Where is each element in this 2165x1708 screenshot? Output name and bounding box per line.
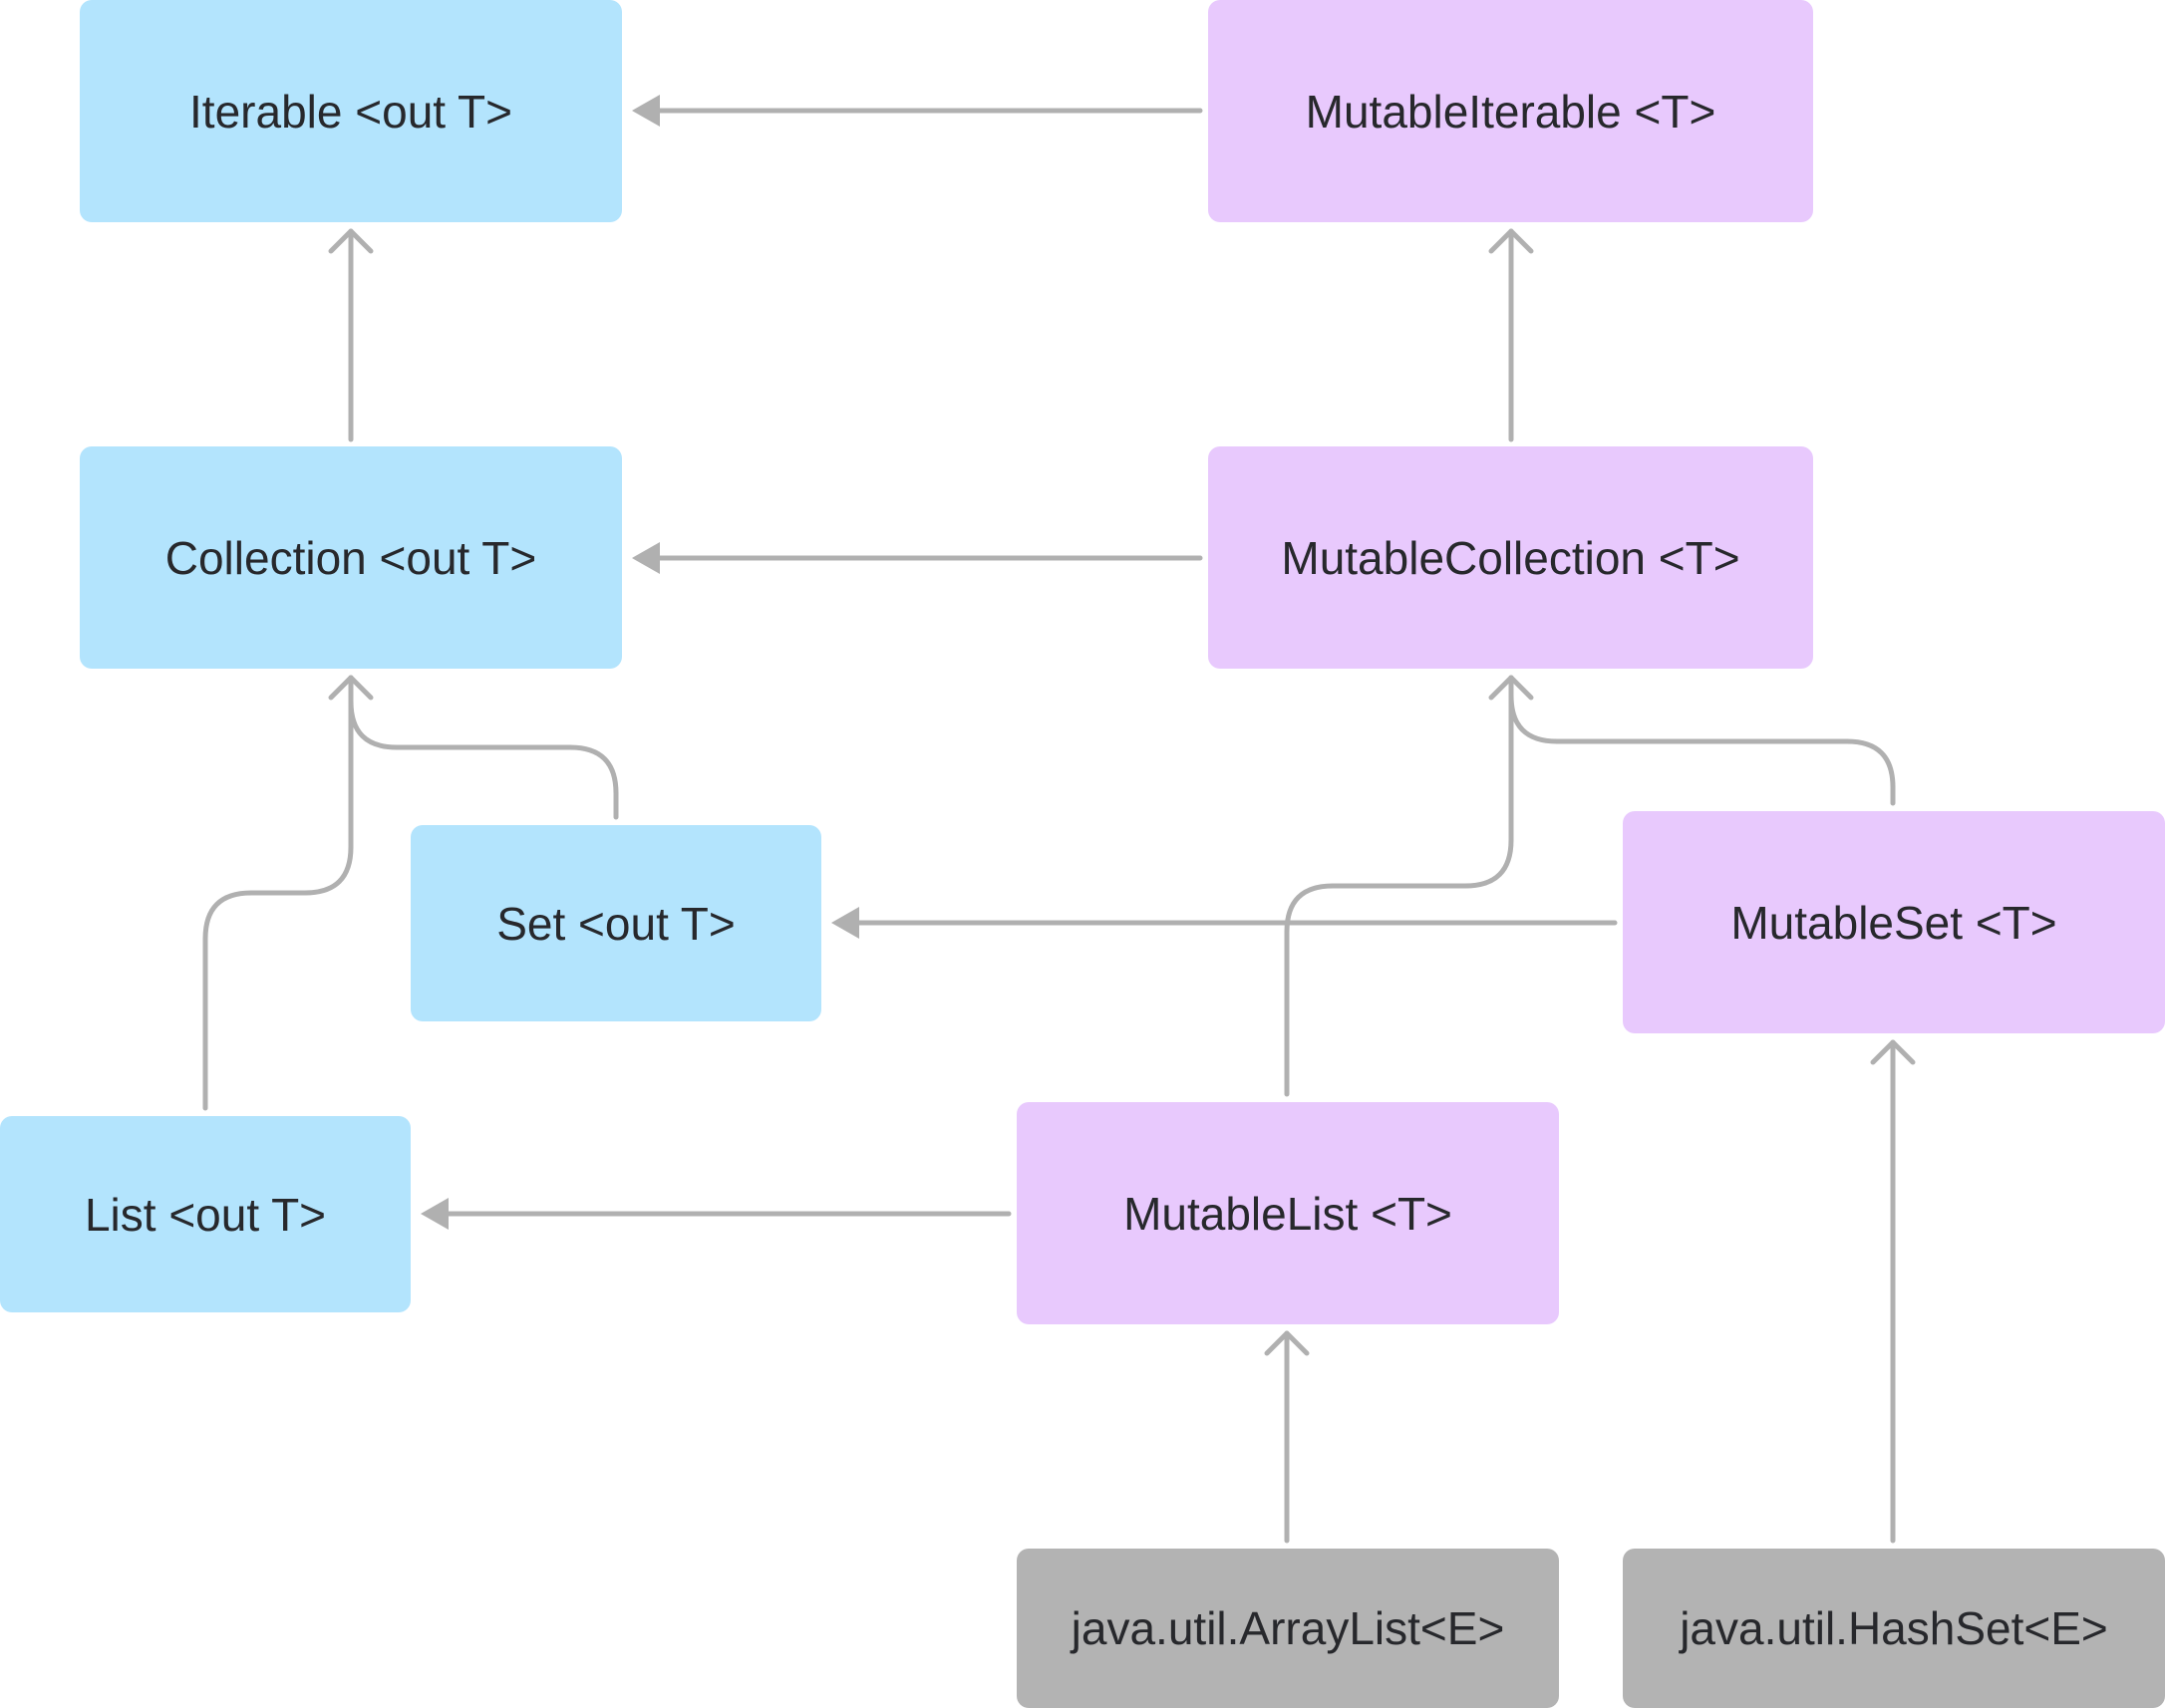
node-set: Set <out T> [411, 825, 821, 1021]
edge-mutable-iterable-to-iterable [632, 95, 1203, 127]
node-label: List <out T> [84, 1188, 327, 1241]
edge-set-to-collection [328, 675, 619, 820]
edge-mutable-list-to-list [421, 1198, 1012, 1230]
node-label: Iterable <out T> [189, 85, 512, 138]
edge-hashset-to-mutable-set [1870, 1039, 1916, 1544]
node-label: Collection <out T> [164, 531, 537, 584]
node-label: Set <out T> [496, 897, 736, 950]
node-mutable-list: MutableList <T> [1017, 1102, 1559, 1324]
edge-mutable-list-to-mutable-collection [1284, 675, 1514, 1097]
node-label: java.util.HashSet<E> [1680, 1602, 2108, 1654]
node-mutable-collection: MutableCollection <T> [1208, 446, 1813, 669]
edge-mutable-set-to-set [831, 907, 1618, 939]
node-collection: Collection <out T> [80, 446, 622, 669]
node-label: MutableList <T> [1123, 1187, 1452, 1240]
node-mutable-iterable: MutableIterable <T> [1208, 0, 1813, 222]
edge-mutable-collection-to-collection [632, 542, 1203, 574]
node-mutable-set: MutableSet <T> [1623, 811, 2165, 1033]
edge-arraylist-to-mutable-list [1264, 1330, 1310, 1544]
edge-collection-to-iterable [328, 228, 374, 442]
node-iterable: Iterable <out T> [80, 0, 622, 222]
node-label: MutableSet <T> [1730, 896, 2057, 949]
edge-mutable-collection-to-mutable-iterable [1488, 228, 1534, 442]
node-java-arraylist: java.util.ArrayList<E> [1017, 1549, 1559, 1708]
node-label: MutableCollection <T> [1281, 531, 1740, 584]
node-label: java.util.ArrayList<E> [1071, 1602, 1505, 1654]
edge-list-to-collection [202, 675, 354, 1111]
node-list: List <out T> [0, 1116, 411, 1312]
node-label: MutableIterable <T> [1305, 85, 1716, 138]
edge-mutable-set-to-mutable-collection [1488, 675, 1896, 806]
node-java-hashset: java.util.HashSet<E> [1623, 1549, 2165, 1708]
